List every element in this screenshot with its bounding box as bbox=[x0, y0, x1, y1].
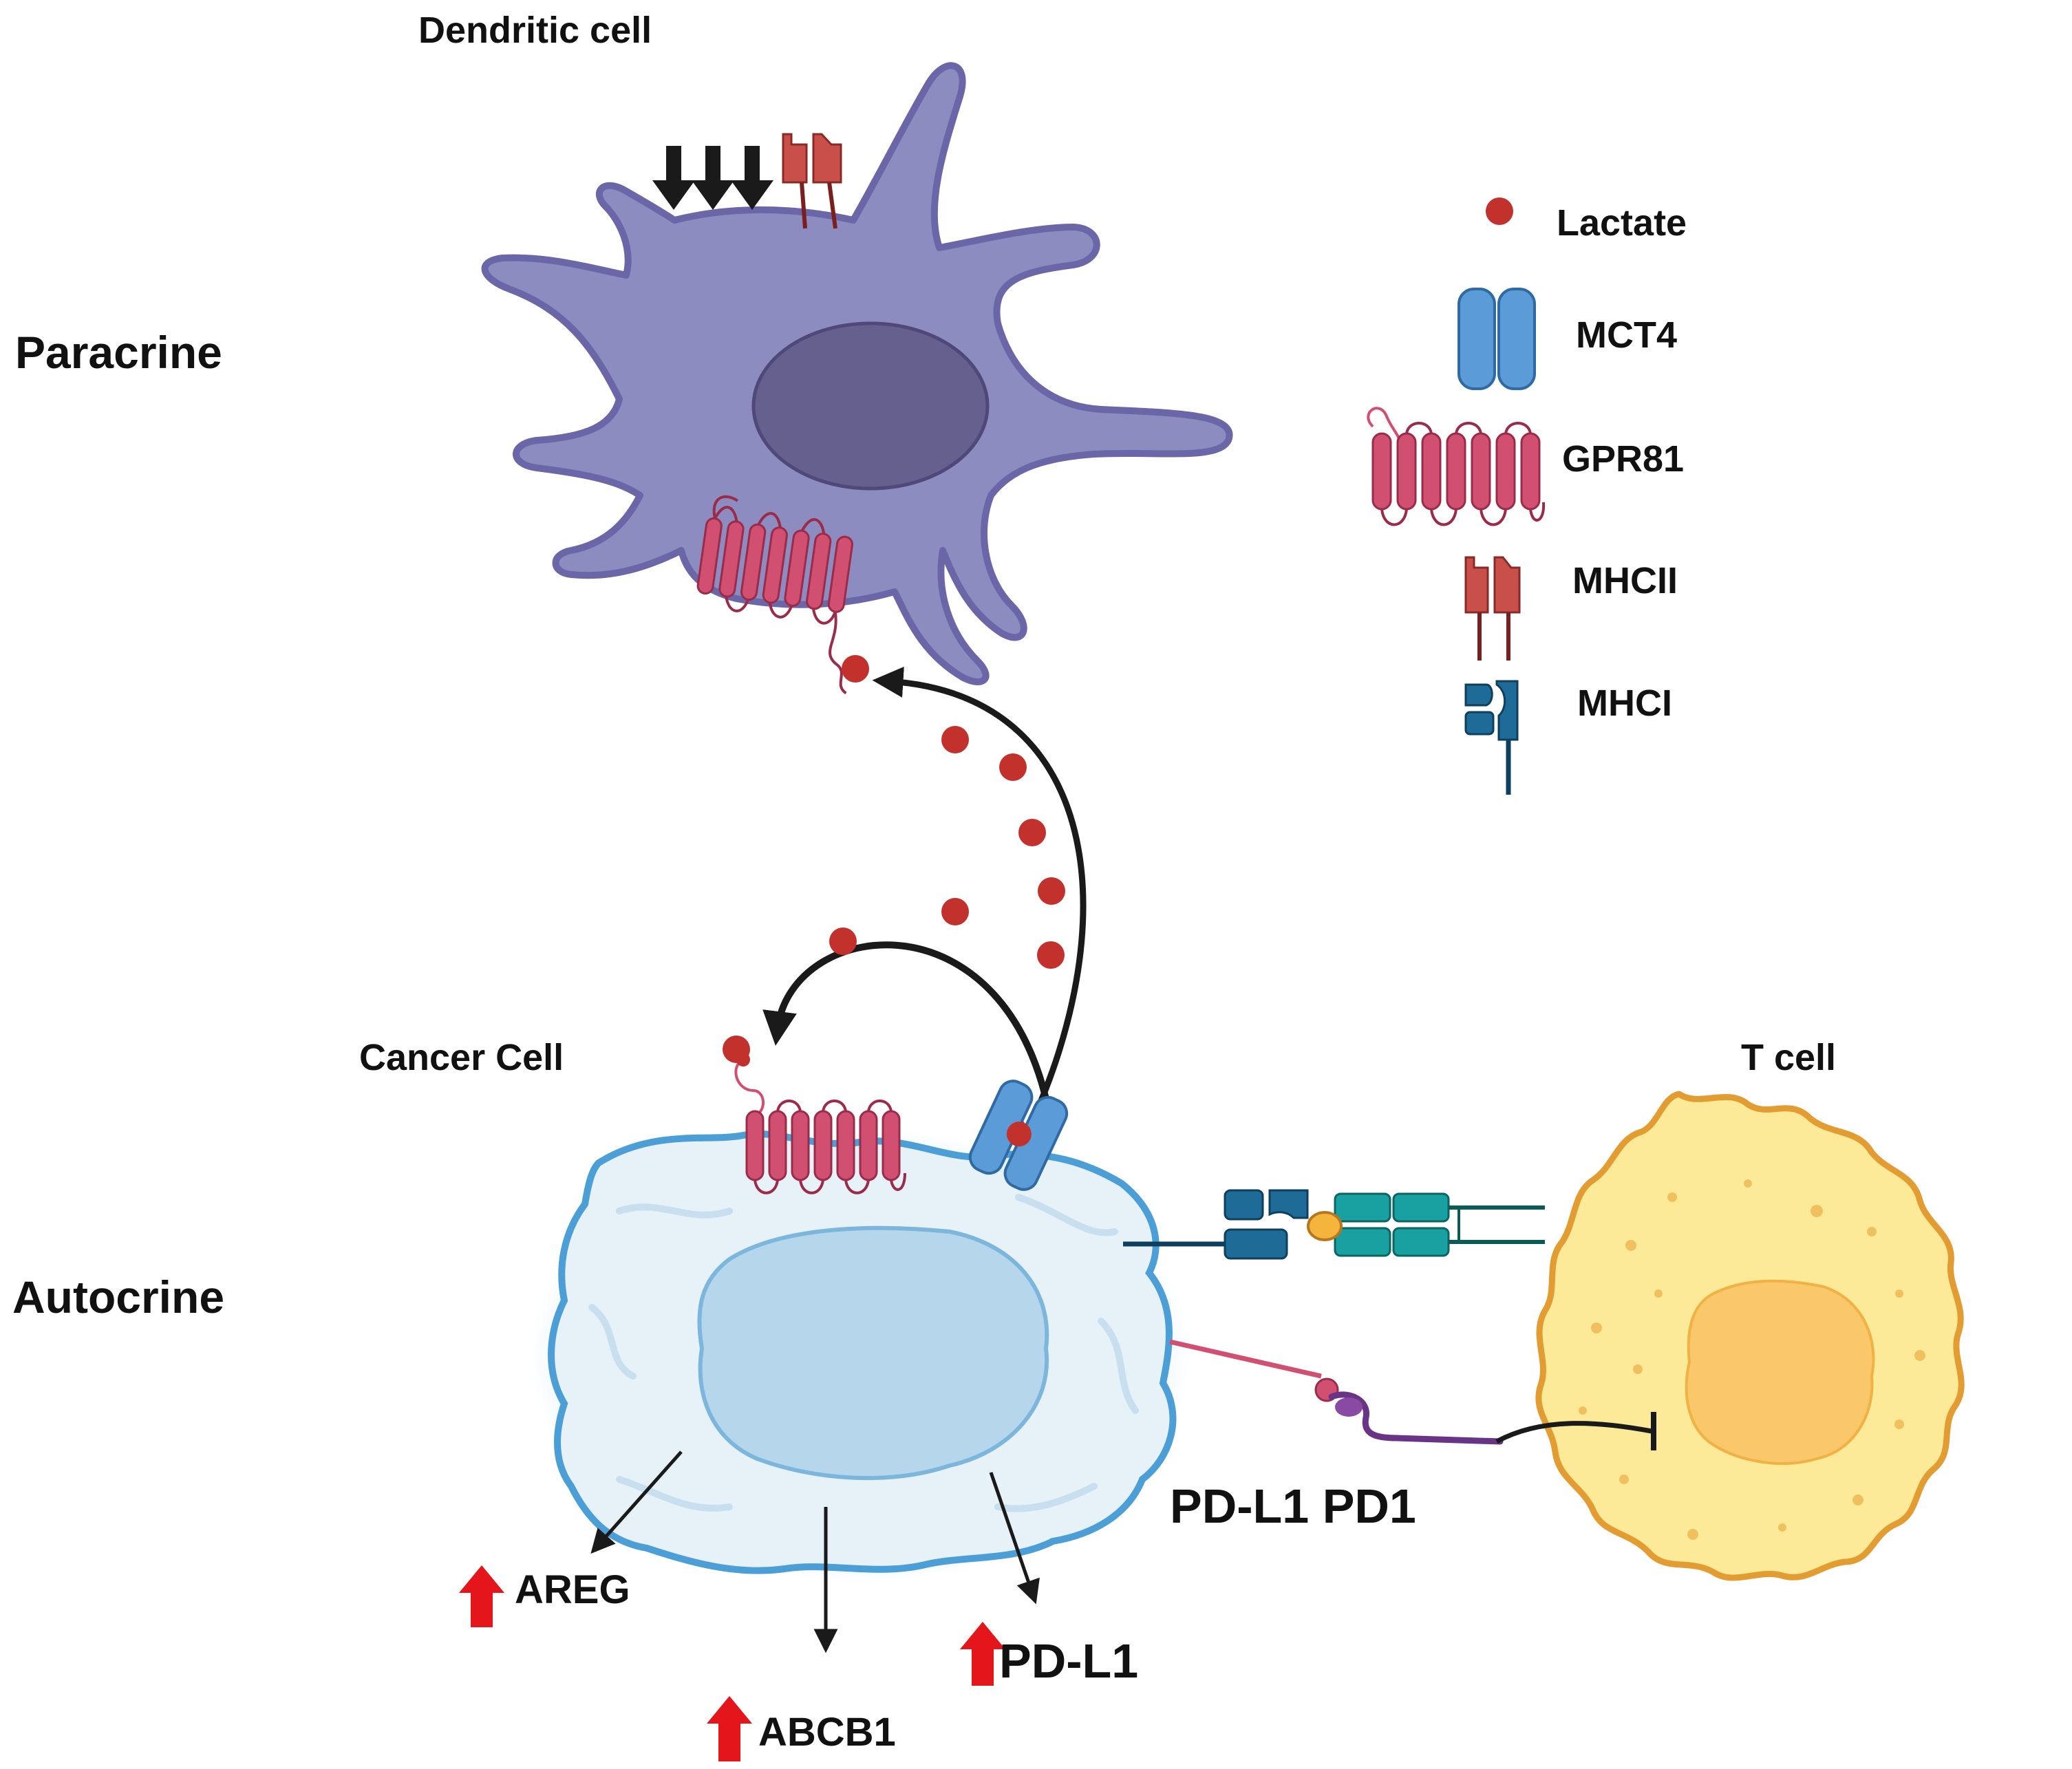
abcb1-label: ABCB1 bbox=[758, 1710, 896, 1755]
areg-arrow bbox=[590, 1450, 683, 1554]
gpr81-receptor-dendritic bbox=[696, 495, 855, 695]
dendritic-cell bbox=[481, 62, 1233, 685]
dendritic-nucleus bbox=[751, 321, 990, 491]
t-cell-nucleus bbox=[1685, 1279, 1875, 1466]
legend-mhci-icon bbox=[1464, 680, 1519, 795]
autocrine-label: Autocrine bbox=[12, 1272, 224, 1322]
gpr81-receptor-cancer bbox=[734, 1053, 906, 1194]
legend-lactate-label: Lactate bbox=[1557, 202, 1687, 244]
pdl1-up-arrow-icon bbox=[960, 1622, 1005, 1686]
t-cell bbox=[1535, 1091, 1965, 1581]
cancer-nucleus bbox=[697, 1225, 1049, 1481]
legend: Lactate MCT4 GPR81 bbox=[1367, 197, 1687, 795]
dendritic-cell-label: Dendritic cell bbox=[418, 10, 652, 51]
paracrine-lactate-arrow bbox=[872, 666, 1087, 1172]
legend-mhcii-icon bbox=[1464, 556, 1521, 661]
t-cell-granules bbox=[1579, 1179, 1925, 1540]
mhcii-receptor-dendritic bbox=[782, 133, 842, 229]
mhci-tcr-complex bbox=[1123, 1189, 1545, 1260]
cancer-cell-label: Cancer Cell bbox=[359, 1037, 564, 1078]
legend-mhcii-label: MHCII bbox=[1572, 560, 1678, 601]
legend-gpr81-icon bbox=[1367, 407, 1546, 526]
areg-up-arrow-icon bbox=[459, 1565, 504, 1627]
downregulation-arrows-icon bbox=[652, 146, 773, 210]
cancer-cell bbox=[530, 1128, 1190, 1583]
mct4-transporter-cancer bbox=[968, 1080, 1069, 1191]
legend-mct4-icon bbox=[1457, 288, 1536, 390]
autocrine-lactate-arrow bbox=[762, 941, 1056, 1136]
pdl1-pd1-interaction bbox=[1169, 1339, 1504, 1445]
legend-lactate-icon bbox=[1486, 197, 1513, 225]
pdl1-expression-arrow bbox=[989, 1472, 1040, 1605]
legend-gpr81-label: GPR81 bbox=[1562, 438, 1684, 480]
cancer-cell-texture bbox=[588, 1194, 1139, 1512]
pdl1-pd1-label: PD-L1 PD1 bbox=[1170, 1479, 1416, 1533]
inhibition-icon bbox=[1495, 1412, 1656, 1450]
areg-label: AREG bbox=[515, 1567, 630, 1612]
paracrine-label: Paracrine bbox=[15, 327, 222, 378]
abcb1-up-arrow-icon bbox=[707, 1696, 752, 1761]
t-cell-label: T cell bbox=[1741, 1037, 1836, 1078]
legend-mct4-label: MCT4 bbox=[1576, 314, 1677, 356]
pdl1-label: PD-L1 bbox=[999, 1634, 1138, 1688]
legend-mhci-label: MHCI bbox=[1577, 683, 1672, 724]
